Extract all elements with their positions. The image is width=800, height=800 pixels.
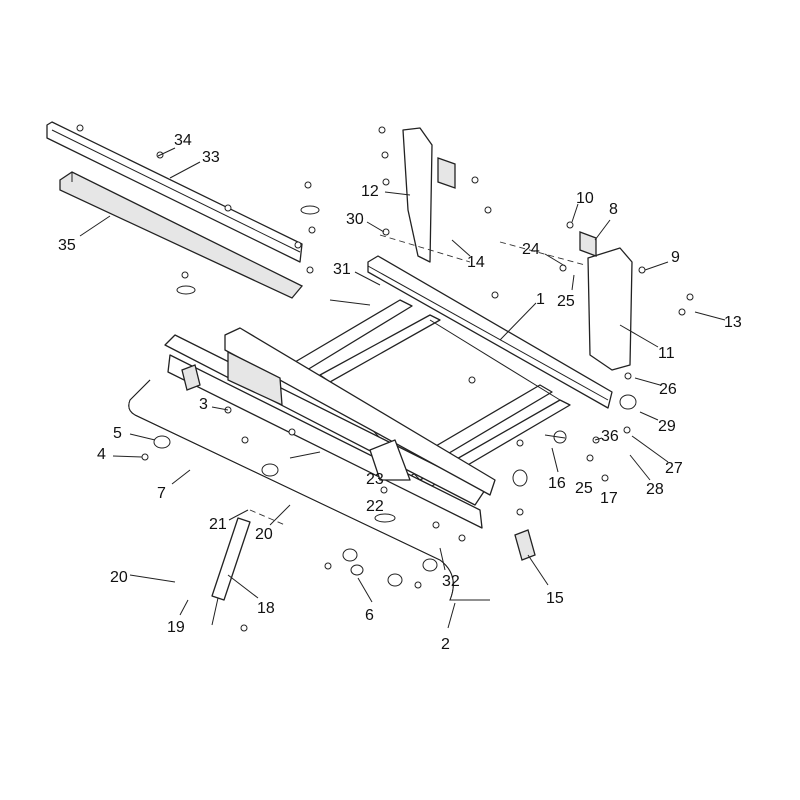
side-rail-left <box>164 327 496 529</box>
callout-10: 10 <box>576 190 594 207</box>
upright-11 <box>499 231 633 371</box>
callout-labels: 34 33 35 12 30 31 14 10 8 24 25 9 13 1 1… <box>58 132 742 653</box>
callout-21: 21 <box>209 516 227 533</box>
leader-lines <box>79 147 726 629</box>
callout-22: 22 <box>366 498 384 515</box>
upright-12 <box>379 127 471 263</box>
callout-1: 1 <box>536 291 545 308</box>
callout-14: 14 <box>467 254 485 271</box>
callout-5: 5 <box>113 425 122 442</box>
callout-8: 8 <box>609 201 618 218</box>
handle-tube-2 <box>128 364 536 601</box>
callout-7: 7 <box>157 485 166 502</box>
callout-27: 27 <box>665 460 683 477</box>
callout-35: 35 <box>58 237 76 254</box>
callout-32: 32 <box>442 573 460 590</box>
callout-34: 34 <box>174 132 192 149</box>
callout-18: 18 <box>257 600 275 617</box>
callout-28: 28 <box>646 481 664 498</box>
callout-24: 24 <box>522 241 540 258</box>
callout-15: 15 <box>546 590 564 607</box>
callout-20b: 20 <box>110 569 128 586</box>
callout-4: 4 <box>97 446 106 463</box>
callout-6: 6 <box>365 607 374 624</box>
callout-36: 36 <box>601 428 619 445</box>
hardware-fasteners <box>76 124 694 632</box>
callout-11: 11 <box>658 345 675 362</box>
callout-2: 2 <box>441 636 450 653</box>
callout-23: 23 <box>366 471 384 488</box>
callout-12: 12 <box>361 183 379 200</box>
callout-16: 16 <box>548 475 566 492</box>
callout-26: 26 <box>659 381 677 398</box>
callout-25b: 25 <box>575 480 593 497</box>
callout-17: 17 <box>600 490 618 507</box>
callout-29: 29 <box>658 418 676 435</box>
callout-33: 33 <box>202 149 220 166</box>
frame-rail-1 <box>367 255 613 409</box>
callout-3: 3 <box>199 396 208 413</box>
callout-19: 19 <box>167 619 185 636</box>
callout-20: 20 <box>255 526 273 543</box>
callout-31: 31 <box>333 261 351 278</box>
callout-9: 9 <box>671 249 680 266</box>
gas-strut-18 <box>211 509 286 626</box>
pad-35 <box>59 171 304 299</box>
callout-13: 13 <box>724 314 742 331</box>
trim-bar-33 <box>46 121 303 263</box>
callout-25: 25 <box>557 293 575 310</box>
callout-30: 30 <box>346 211 364 228</box>
